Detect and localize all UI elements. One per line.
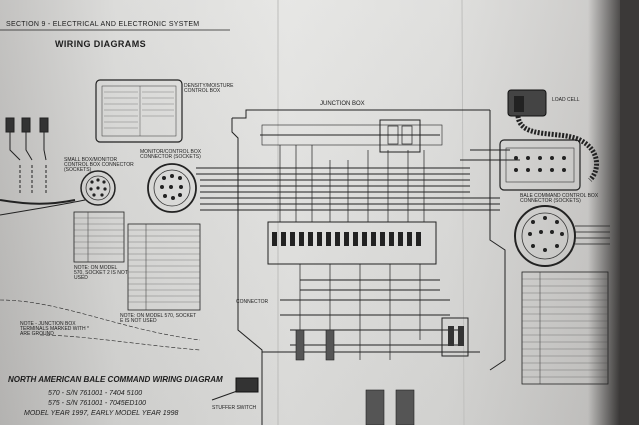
load-cell-assembly xyxy=(507,89,600,182)
junction-box-label: JUNCTION BOX xyxy=(320,101,365,107)
bale-command-pin-table xyxy=(521,271,609,385)
connector-label: CONNECTOR xyxy=(236,299,269,305)
note-small-connector: NOTE: ON MODEL 570, SOCKET 2 IS NOT USED xyxy=(74,265,128,281)
main-harness-lines xyxy=(196,109,520,425)
left-sensor-harness xyxy=(0,117,86,216)
bale-command-round-connector xyxy=(514,205,610,267)
dashed-connections xyxy=(0,299,201,351)
small-connector-pin-table xyxy=(73,211,125,263)
density-moisture-control-box xyxy=(95,79,183,143)
large-connector-label: MONITOR/CONTROL BOX CONNECTOR (SOCKETS) xyxy=(140,149,202,160)
bale-command-connector-box xyxy=(499,139,581,191)
stuffer-switch-label: STUFFER SWITCH xyxy=(212,405,257,411)
junction-terminal-strip xyxy=(272,232,421,246)
bottom-components xyxy=(211,317,469,425)
small-monitor-connector xyxy=(80,170,116,206)
page-title: WIRING DIAGRAMS xyxy=(55,39,146,49)
baler-control-box-label: BALE COMMAND CONTROL BOX CONNECTOR (SOCK… xyxy=(520,193,599,204)
diagram-caption-line1: 570 - S/N 761001 - 7404 5100 xyxy=(48,390,143,397)
note-large-connector: NOTE: ON MODEL 570, SOCKET E IS NOT USED xyxy=(120,313,197,324)
note-junction-box: NOTE - JUNCTION BOX TERMINALS MARKED WIT… xyxy=(20,321,89,337)
monitor-control-connector xyxy=(147,163,197,213)
paper-sheet xyxy=(0,0,620,425)
vertical-drop-wires xyxy=(279,145,425,360)
section-header: SECTION 9 - ELECTRICAL AND ELECTRONIC SY… xyxy=(6,21,200,28)
diagram-caption-title: NORTH AMERICAN BALE COMMAND WIRING DIAGR… xyxy=(8,375,223,384)
density-moisture-box-label: DENSITY/MOISTURE CONTROL BOX xyxy=(184,83,234,94)
load-cell-label: LOAD CELL xyxy=(552,97,580,103)
diagram-caption-line3: MODEL YEAR 1997, EARLY MODEL YEAR 1998 xyxy=(24,410,179,417)
large-connector-pin-table xyxy=(127,223,201,311)
diagram-caption-line2: 575 - S/N 761001 - 7045ED100 xyxy=(48,400,147,407)
density-system-relay xyxy=(379,119,421,153)
small-connector-label: SMALL BOX/MONITOR CONTROL BOX CONNECTOR … xyxy=(64,157,134,173)
